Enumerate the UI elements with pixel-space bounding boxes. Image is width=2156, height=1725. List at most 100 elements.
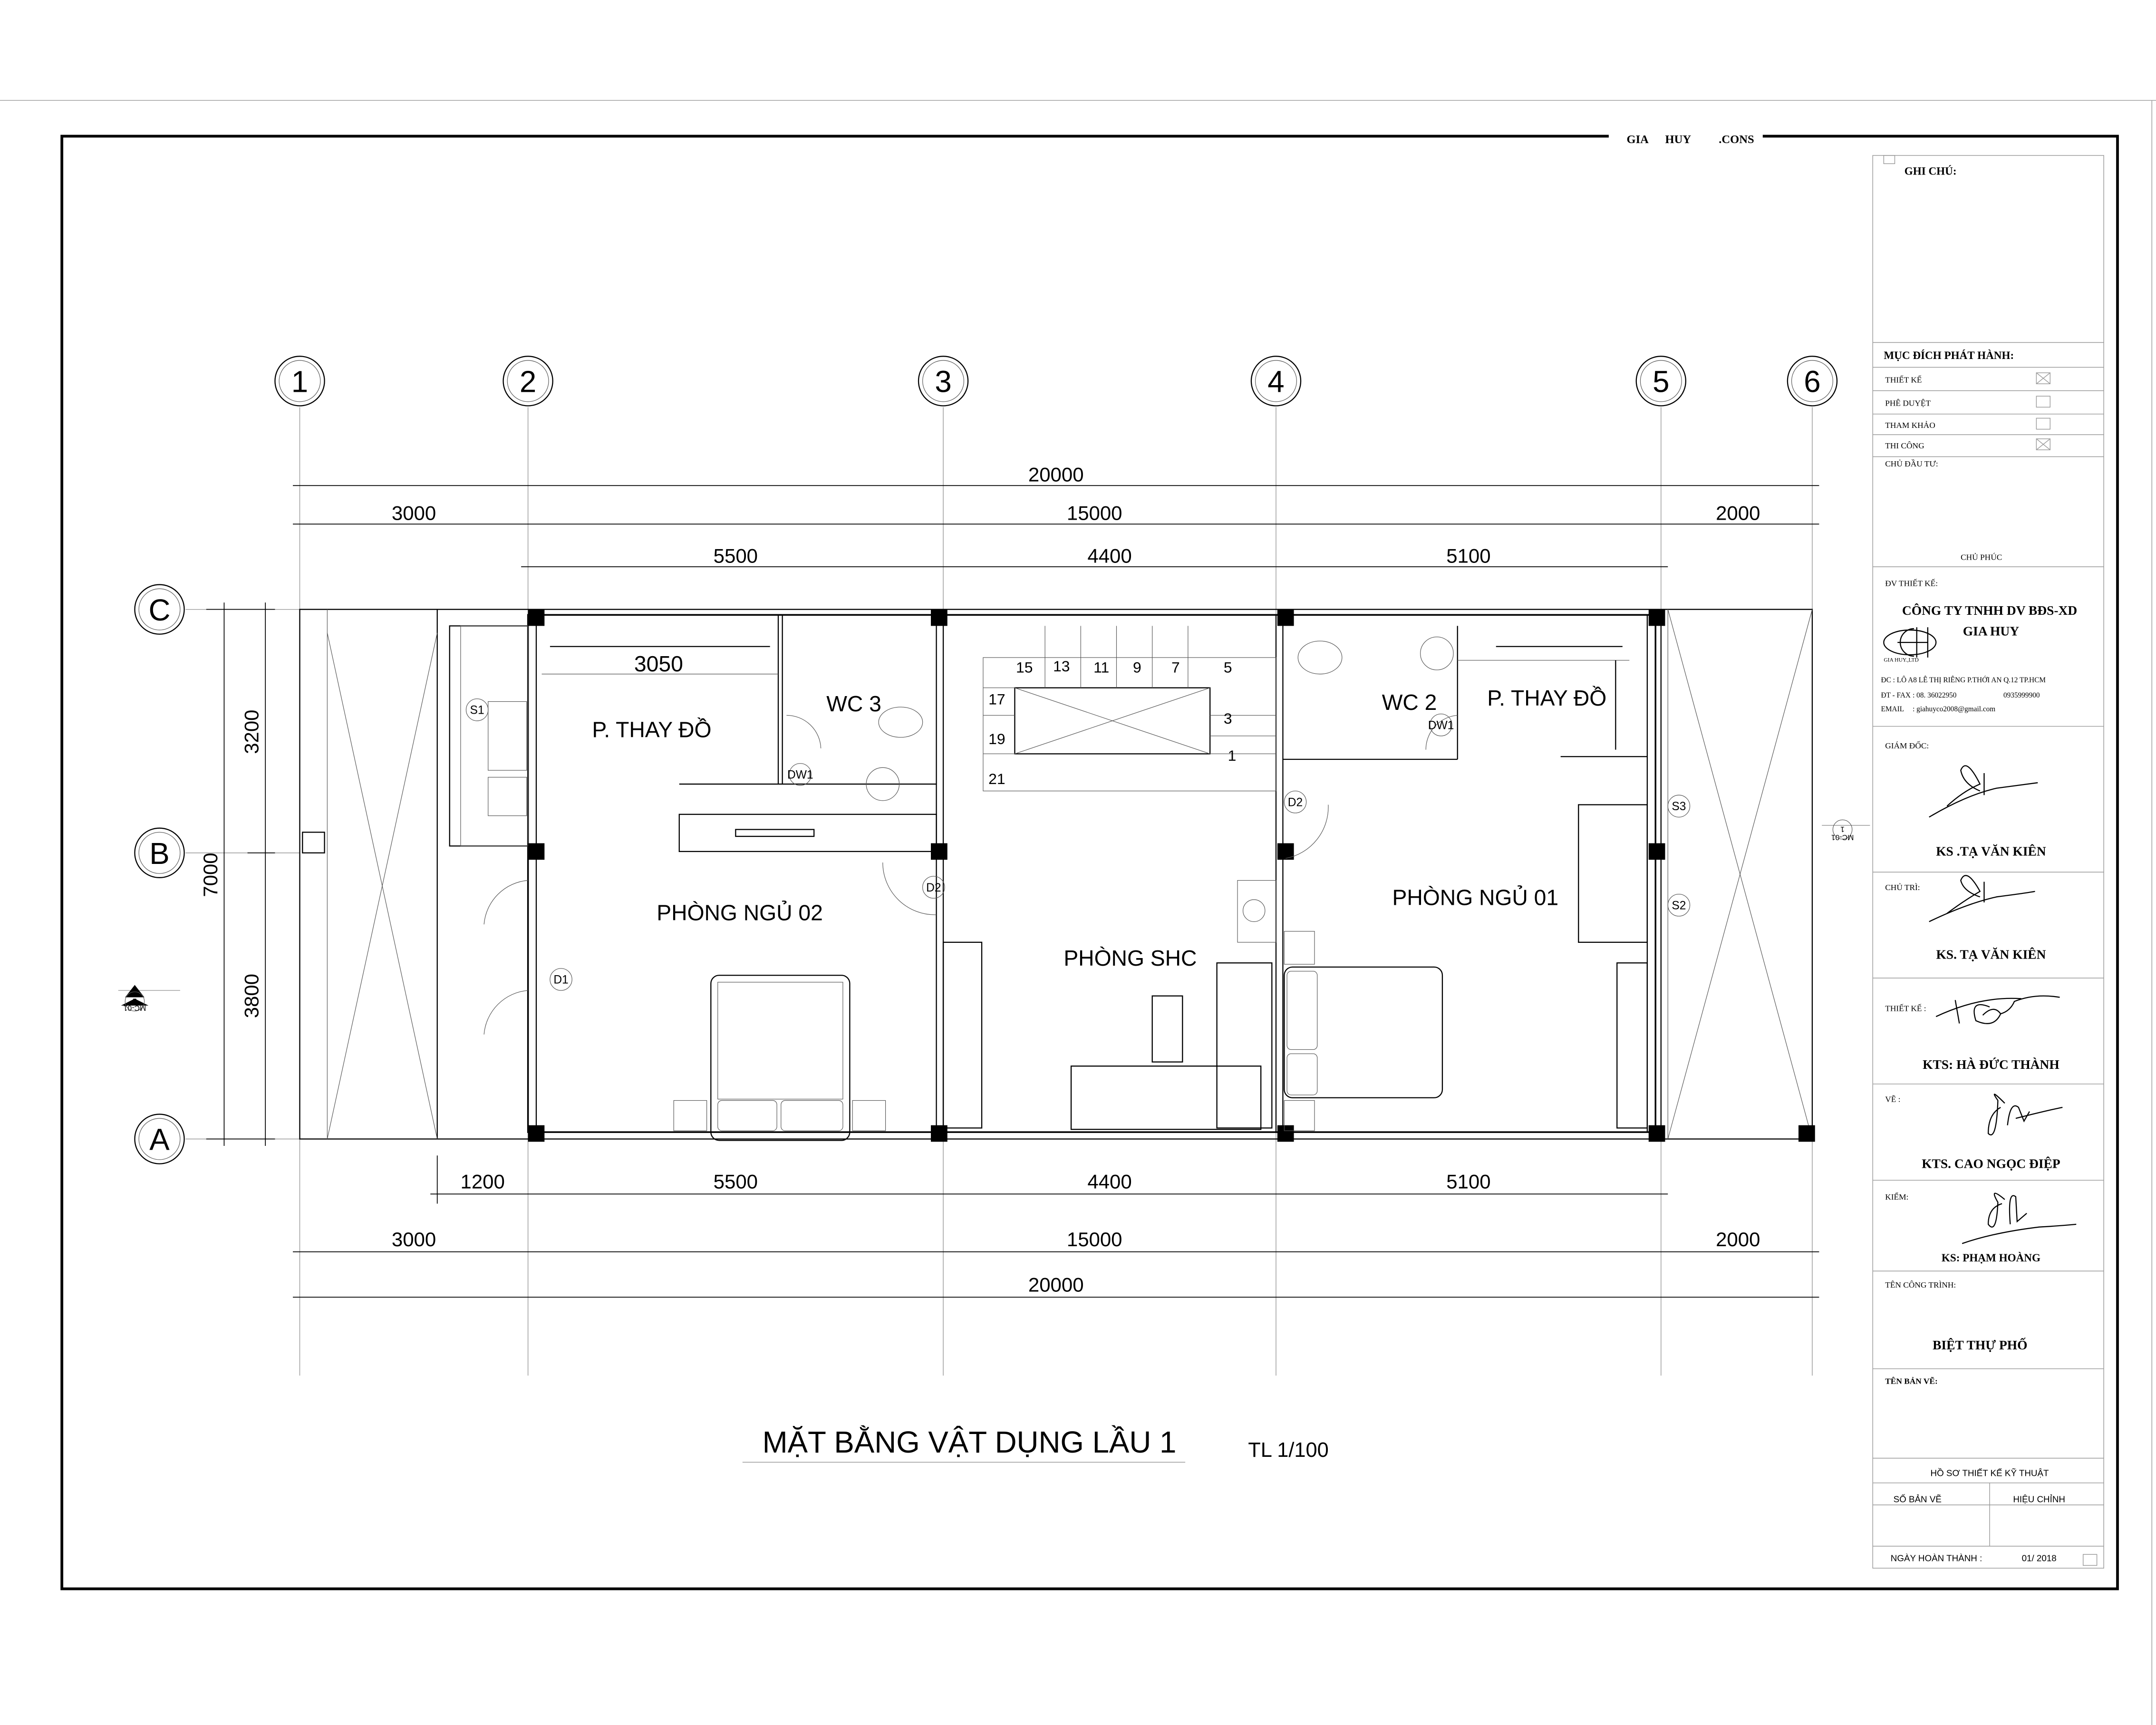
tag-d1: D1 [550,968,572,991]
svg-text:D2: D2 [926,882,941,894]
svg-text:11: 11 [1093,659,1109,676]
dim-top-total: 20000 [1028,464,1084,486]
svg-text:2: 2 [520,365,536,399]
purpose-item: THI CÔNG [1885,438,2051,450]
room-label-dressing-right: P. THAY ĐỒ [1487,686,1606,710]
dim-bottom-total: 20000 [1028,1274,1084,1296]
svg-text:1: 1 [1840,825,1845,833]
project-name: BIỆT THỰ PHỐ [1933,1337,2027,1352]
purpose-list: THIẾT KẾ PHÊ DUYỆT THAM KHẢO THI CÔNG [1885,372,2051,450]
revision-label: HIỆU CHỈNH [2013,1494,2065,1504]
dim-bottom-room: 5100 [1446,1171,1490,1193]
grid-bubble-a: A [134,1114,185,1164]
svg-text:19: 19 [988,730,1005,747]
dim-left: 3200 [241,709,263,754]
grid-bubble-5: 5 [1635,356,1687,407]
sheet-name-label: TÊN BẢN VẼ: [1885,1376,1937,1386]
furniture [483,626,1648,1141]
phone-label: ĐT - FAX [1881,691,1911,699]
room-label-wc2: WC 2 [1382,690,1437,715]
svg-text:DW1: DW1 [1428,719,1454,732]
svg-text:GIA HUY.,LTD: GIA HUY.,LTD [1884,657,1919,663]
tag-d2: D2 [922,876,945,899]
svg-text:THIẾT KẾ: THIẾT KẾ [1885,375,1922,384]
tag-d2: D2 [1284,790,1307,814]
dim-top-room: 5500 [714,544,758,567]
grid-bubble-4: 4 [1250,356,1302,407]
checkbox-checked[interactable] [2036,438,2051,450]
drawing-title-text: MẶT BẰNG VẬT DỤNG LẦU 1 [763,1425,1177,1459]
grid-bubble-1: 1 [274,356,325,407]
section-mark-left: 1 MC-01 [118,985,180,1012]
stair-step-numbers: 15 13 11 9 7 5 17 3 19 1 21 [988,658,1236,787]
purpose-item: THIẾT KẾ [1885,372,2051,384]
room-label-bedroom-2: PHÒNG NGỦ 02 [657,901,823,925]
tag-s3: S3 [1667,795,1691,818]
brand-part: HUY [1665,133,1691,146]
email-label: EMAIL [1881,705,1905,713]
svg-text:4: 4 [1267,365,1284,399]
svg-text:DW1: DW1 [787,769,813,782]
tag-s2: S2 [1667,893,1691,917]
check-label: KIỂM: [1885,1192,1908,1202]
signature-drawn [1987,1094,2063,1135]
room-labels: P. THAY ĐỒ WC 3 PHÒNG NGỦ 02 PHÒNG SHC W… [592,651,1606,970]
check-name: KS: PHẠM HOÀNG [1942,1252,2040,1264]
svg-text:5: 5 [1653,365,1669,399]
designer-unit-label: ĐV THIẾT KẾ: [1885,579,1938,588]
grid-bubble-2: 2 [503,356,553,407]
purpose-label: MỤC ĐÍCH PHÁT HÀNH: [1884,349,2014,362]
mobile: 0935999900 [2003,691,2040,699]
structural-columns [528,609,1815,1142]
svg-text:13: 13 [1053,658,1070,675]
notes-label: GHI CHÚ: [1905,165,1957,177]
owner-label: CHỦ ĐẦU TƯ: [1885,459,1938,468]
project-label: TÊN CÔNG TRÌNH: [1885,1280,1956,1289]
checkbox-checked[interactable] [2036,372,2051,384]
completion-date: 01/ 2018 [2022,1553,2057,1563]
sheet-no-label: SỐ BẢN VẼ [1894,1494,1942,1504]
dim-bottom-room: 4400 [1087,1171,1131,1193]
svg-text:PHÊ DUYỆT: PHÊ DUYỆT [1885,398,1931,407]
header-brand: GIA HUY .CONS [1626,133,1754,146]
lead-name: KS. TẠ VĂN KIÊN [1936,948,2046,962]
dim-top: 2000 [1716,502,1760,524]
dim-left: 3800 [241,974,263,1018]
completion-label: NGÀY HOÀN THÀNH : [1891,1553,1982,1563]
checkbox[interactable] [2036,417,2051,430]
dimension-lines [206,485,1819,1298]
svg-text:THI CÔNG: THI CÔNG [1885,441,1924,450]
checkbox[interactable] [2036,396,2051,408]
svg-text:S2: S2 [1672,899,1686,912]
design-label: THIẾT KẾ : [1885,1004,1926,1013]
company-name-2: GIA HUY [1963,624,2019,639]
dimension-texts: 20000 3000 15000 2000 5500 4400 5100 120… [199,464,1760,1296]
tag-dw1: DW1 [1428,713,1454,737]
svg-text:MC-01: MC-01 [123,1004,146,1012]
drawn-label: VẼ : [1885,1095,1900,1104]
phone: : 08. 36022950 [1913,691,1957,699]
tag-dw1: DW1 [787,763,813,786]
room-label-bedroom-1: PHÒNG NGỦ 01 [1392,885,1559,910]
dim-bottom-room: 5500 [714,1171,758,1193]
room-label-dressing-left: P. THAY ĐỒ [592,717,711,742]
svg-text:21: 21 [988,770,1005,787]
dim-wardrobe: 3050 [634,651,683,676]
brand-part: GIA [1626,133,1649,146]
svg-text:3: 3 [935,365,951,399]
purpose-item: PHÊ DUYỆT [1885,396,2051,408]
dim-top-room: 5100 [1446,544,1490,567]
svg-text:S1: S1 [470,704,484,717]
signature-lead [1929,875,2035,922]
svg-text:D1: D1 [553,974,568,987]
dim-top: 3000 [392,502,436,524]
dim-bottom: 15000 [1067,1228,1122,1250]
svg-text:1: 1 [133,997,137,1005]
room-label-living: PHÒNG SHC [1063,946,1197,970]
tag-s1: S1 [465,698,489,721]
dim-bottom: 2000 [1716,1228,1760,1250]
design-name: KTS: HÀ ĐỨC THÀNH [1923,1057,2059,1072]
dim-left-total: 7000 [199,853,222,897]
company-address: ĐC : LÔ A8 LÊ THỊ RIÊNG P.THỚI AN Q.12 T… [1881,676,2046,684]
